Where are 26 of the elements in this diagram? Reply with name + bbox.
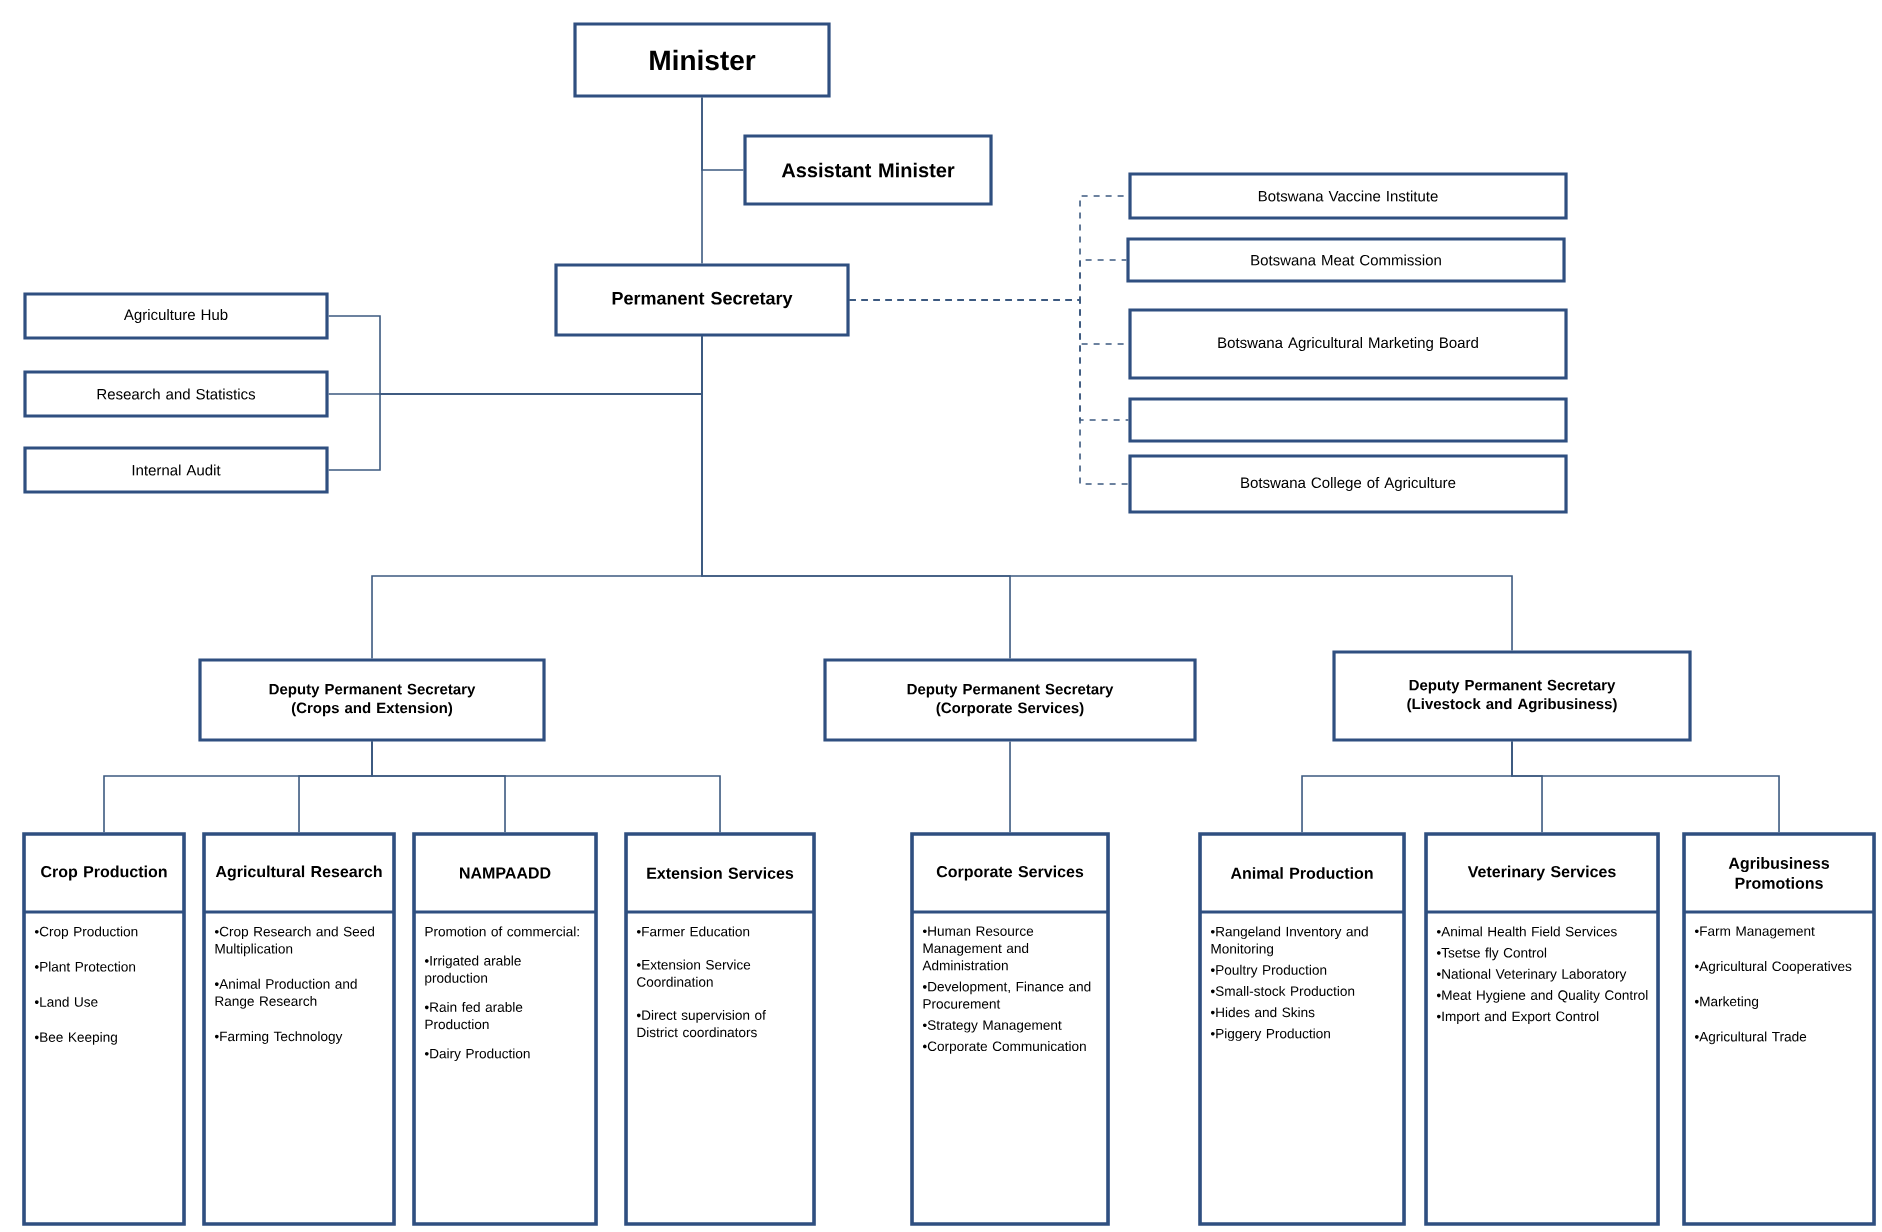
position-box: Permanent Secretary xyxy=(554,263,850,337)
connector-line xyxy=(1009,740,1011,833)
department-box xyxy=(624,832,816,1226)
department-box xyxy=(202,832,396,1226)
department-heading: Agricultural Research xyxy=(215,865,382,881)
department-heading: Crop Production xyxy=(41,865,167,881)
department-box xyxy=(412,832,598,1226)
department-box xyxy=(1682,832,1876,1226)
connector-line xyxy=(1511,740,1780,833)
department-box xyxy=(1424,832,1660,1226)
empty-box xyxy=(1128,397,1568,443)
dashed-connector xyxy=(848,299,1130,485)
department-heading: Corporate Services xyxy=(936,865,1084,881)
department-heading: Veterinary Services xyxy=(1467,865,1616,881)
department-box xyxy=(910,832,1110,1226)
connector-line xyxy=(701,96,703,265)
position-box: Assistant Minister xyxy=(743,134,993,206)
department-heading: Extension Services xyxy=(647,867,794,879)
department-heading: Agribusiness Promotions xyxy=(1728,857,1830,889)
title-box: Minister xyxy=(573,22,831,98)
department-box xyxy=(22,832,186,1226)
department-box xyxy=(1198,832,1406,1226)
connector-line xyxy=(371,740,721,833)
connector-line xyxy=(701,335,1513,652)
department-heading: NAMPAADD xyxy=(460,867,551,879)
department-heading: Animal Production xyxy=(1230,867,1373,879)
